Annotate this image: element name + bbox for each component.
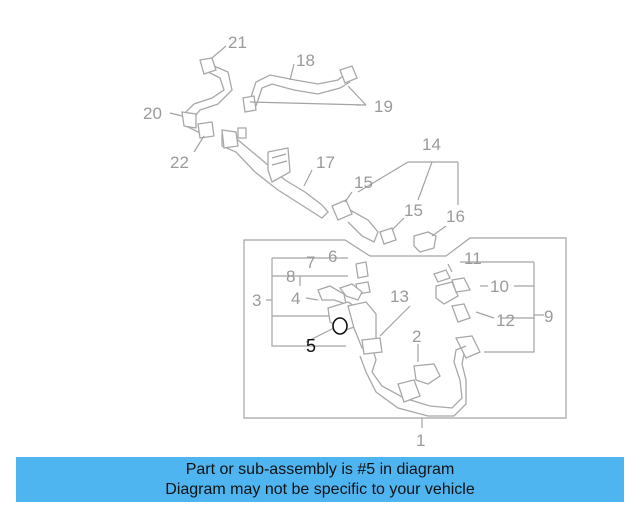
callout-10: 10	[490, 277, 509, 296]
callout-2: 2	[412, 327, 421, 346]
callout-6: 6	[328, 247, 337, 266]
callout-21: 21	[228, 33, 247, 52]
callout-3: 3	[252, 291, 261, 310]
lower-hose-1	[359, 305, 467, 417]
hose-17-assembly	[221, 127, 329, 219]
part-5-highlight	[332, 317, 348, 335]
callout-12: 12	[496, 311, 515, 330]
callout-11: 11	[464, 249, 482, 268]
callout-20: 20	[143, 104, 162, 123]
callout-19: 19	[374, 97, 393, 116]
banner-line-part-number: Part or sub-assembly is #5 in diagram	[185, 460, 455, 478]
callout-8: 8	[286, 267, 295, 286]
fittings-right	[433, 263, 481, 359]
callout-9: 9	[544, 307, 553, 326]
callout-1: 1	[416, 431, 425, 450]
callout-17: 17	[316, 153, 335, 172]
callout-5: 5	[306, 336, 316, 356]
info-banner: Part or sub-assembly is #5 in diagram Di…	[16, 457, 624, 502]
bracket-9	[460, 261, 544, 353]
callout-4: 4	[291, 289, 300, 308]
callout-15-upper: 15	[354, 173, 373, 192]
callout-22: 22	[170, 153, 189, 172]
hose-20-21-22	[181, 57, 233, 139]
assembly-1-outline	[243, 237, 567, 419]
callout-labels: 21 18 19 20 22 17 14 15 15 16 6 7 8 3 4 …	[143, 33, 553, 450]
callout-15-lower: 15	[404, 201, 423, 220]
callout-14: 14	[422, 135, 441, 154]
callout-18: 18	[296, 51, 315, 70]
banner-line-disclaimer: Diagram may not be specific to your vehi…	[165, 480, 475, 498]
callout-13: 13	[390, 287, 409, 306]
callout-16: 16	[446, 207, 465, 226]
fittings-left	[305, 261, 377, 349]
upper-leaders	[169, 45, 367, 187]
callout-7: 7	[306, 253, 315, 272]
parts-14-15-16	[331, 161, 459, 253]
hose-18	[242, 65, 358, 113]
parts-diagram: 21 18 19 20 22 17 14 15 15 16 6 7 8 3 4 …	[143, 33, 567, 450]
